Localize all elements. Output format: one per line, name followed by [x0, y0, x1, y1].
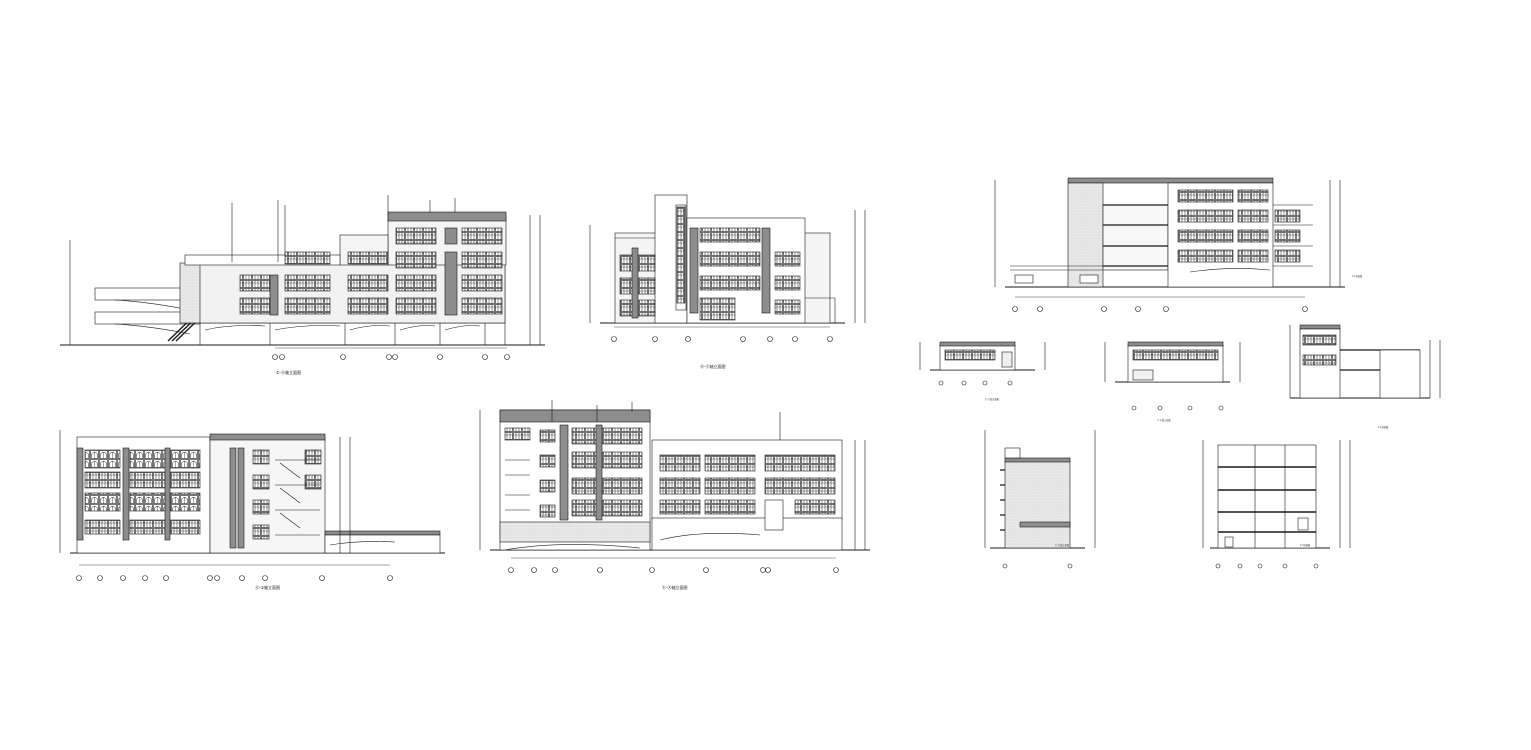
elevation-7-6-title: ⑦-⑥轴立面图 — [1157, 418, 1170, 422]
elevation-1-11-title: ①-⑪轴立面图 — [276, 369, 301, 375]
elevation-c-e-title: Ⓒ-Ⓔ轴立面图 — [1055, 543, 1069, 547]
elevation-7-6 — [1104, 341, 1241, 411]
elevation-1-11 — [60, 195, 545, 360]
elevation-11-1-title: ⑪-①轴立面图 — [255, 584, 280, 590]
section-2-2 — [1289, 324, 1441, 399]
elevation-a-e — [589, 194, 866, 342]
section-3-3 — [1202, 440, 1351, 569]
elevation-e-c-title: Ⓔ-Ⓒ轴立面图 — [985, 397, 999, 401]
elevation-a-e-title: Ⓐ-Ⓔ轴立面图 — [700, 363, 725, 369]
section-2-2-title: 2-2剖面图 — [1378, 425, 1388, 429]
elevation-e-c — [919, 341, 1046, 386]
section-3-3-title: 3-3剖面图 — [1300, 543, 1310, 547]
elevation-e-a — [479, 400, 870, 573]
section-1-1-title: 1-1剖面图 — [1352, 274, 1362, 278]
elevation-e-a-title: Ⓔ-Ⓐ轴立面图 — [662, 584, 687, 590]
elevation-11-1 — [59, 430, 445, 581]
section-1-1 — [994, 177, 1345, 312]
elevation-c-e — [984, 430, 1096, 569]
